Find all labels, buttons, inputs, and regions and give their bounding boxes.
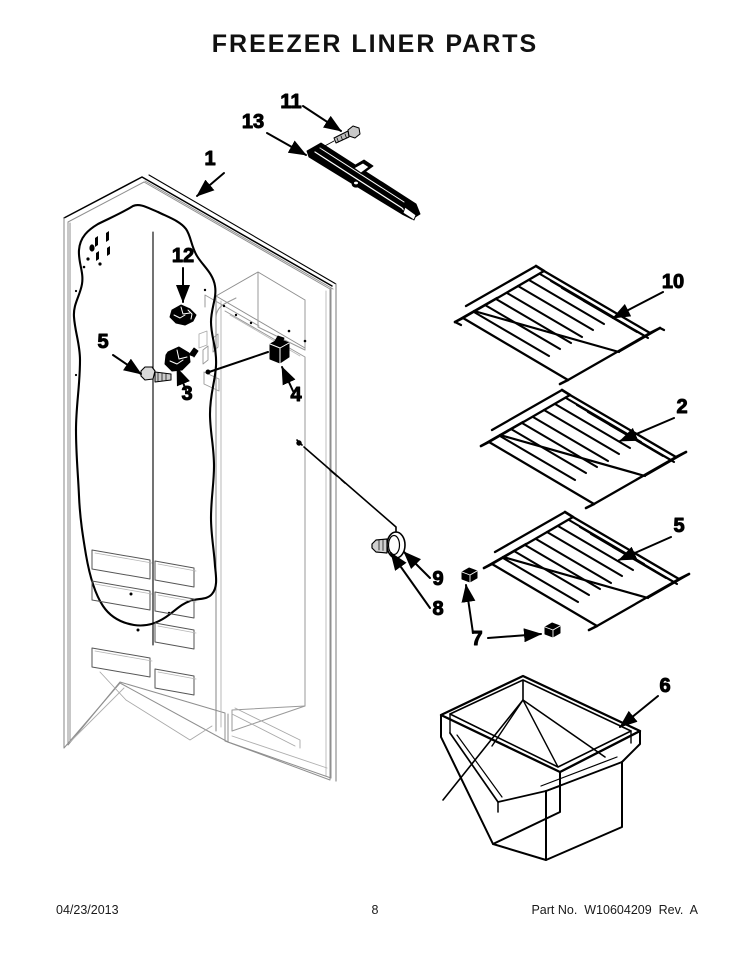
callout-8: 8 <box>432 598 443 620</box>
shelf-support-bracket-part <box>164 346 199 372</box>
footer-part-number: Part No. W10604209 Rev. A <box>531 903 698 917</box>
callout-leader-lines <box>112 105 675 728</box>
rail-mounting-screw-part <box>320 125 361 149</box>
callout-10: 10 <box>662 271 684 293</box>
wire-shelf-upper-part <box>453 264 666 386</box>
hex-head-screw-part <box>140 366 172 383</box>
freezer-liner-cabinet <box>63 174 337 782</box>
liner-trim-clip-part <box>205 335 290 375</box>
shelf-end-cap-part <box>461 567 561 639</box>
footer-page-number: 8 <box>371 903 379 917</box>
callout-9: 9 <box>432 568 443 590</box>
callout-13: 13 <box>242 111 264 133</box>
callout-1: 1 <box>204 148 215 170</box>
page-title: FREEZER LINER PARTS <box>211 30 539 58</box>
callout-5-shelf: 5 <box>673 515 684 537</box>
wire-shelf-middle-part <box>479 388 688 510</box>
footer-date: 04/23/2013 <box>56 903 119 917</box>
slide-rail-assembly-part <box>306 142 421 221</box>
callout-6: 6 <box>659 675 670 697</box>
callout-11: 11 <box>280 91 301 113</box>
callout-7: 7 <box>471 628 482 650</box>
callout-12: 12 <box>172 245 194 267</box>
callout-2: 2 <box>676 396 687 418</box>
liner-clip-part <box>169 304 197 326</box>
callout-numbers: 1 11 13 12 5 3 4 10 2 5 9 8 7 6 <box>97 91 688 698</box>
callout-4: 4 <box>290 384 302 406</box>
page-footer: 04/23/2013 8 Part No. W10604209 Rev. A <box>0 903 750 923</box>
freezer-storage-bin-part <box>439 674 642 861</box>
callout-3: 3 <box>181 383 192 405</box>
callout-5-screw: 5 <box>97 331 108 353</box>
wire-shelf-lower-part <box>461 510 691 639</box>
roller-wheel-assembly-part <box>296 439 406 559</box>
